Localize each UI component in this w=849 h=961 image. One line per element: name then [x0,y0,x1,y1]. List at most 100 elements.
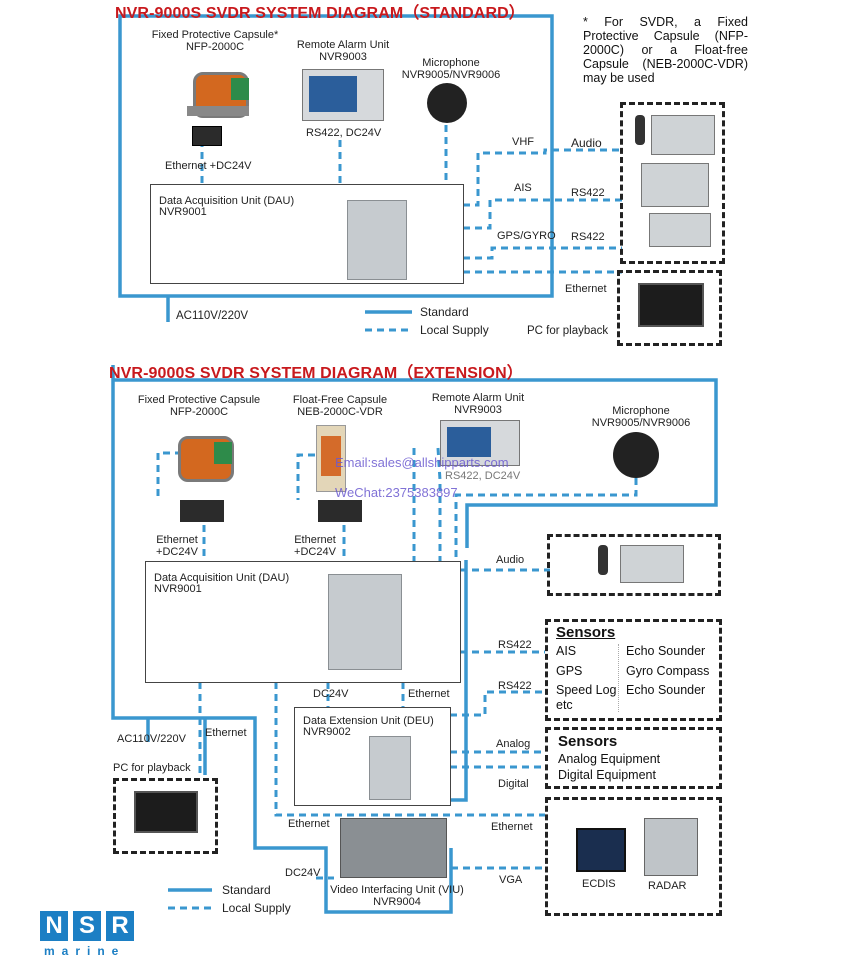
deu-model: NVR9002 [303,726,351,738]
sensors-box-1: Sensors AIS GPS Speed Log etc Echo Sound… [545,619,722,721]
capsule-conn-label: Ethernet +DC24V [165,160,252,172]
dau-box: Data Acquisition Unit (DAU) NVR9001 [150,184,464,284]
laptop-icon [638,283,704,327]
ext-eth-viu-r-label: Ethernet [491,821,533,833]
ext-remote-alarm-image [440,420,520,466]
logo-subtitle: marine [44,944,126,958]
sensor-digital-equipment: Digital Equipment [558,768,656,782]
ext-dc-viu-label: DC24V [285,867,321,879]
fixed-capsule-label: Fixed Protective Capsule*NFP-2000C [151,29,279,53]
gps-gyro-label: GPS/GYRO [497,230,556,242]
sensor-etc: etc [556,698,573,712]
microphone-icon [427,83,467,123]
standard-title: NVR-9000S SVDR SYSTEM DIAGRAM（STANDARD） [115,5,525,22]
ext-dau-name: Data Acquisition Unit (DAU) [154,572,290,584]
remote-alarm-conn: RS422, DC24V [306,127,382,139]
sensors-box-2: Sensors Analog Equipment Digital Equipme… [545,727,722,789]
ext-microphone-icon [613,432,659,478]
ext-rs422-2-label: RS422 [498,680,532,692]
ext-fixed-capsule-image [170,432,242,490]
logo-letter-r: R [106,911,134,941]
deu-box: Data Extension Unit (DEU) NVR9002 [294,707,451,806]
ext-dau-box: Data Acquisition Unit (DAU) NVR9001 [145,561,461,683]
std-pc-box [617,270,722,346]
sensor-analog-equipment: Analog Equipment [558,752,661,766]
dau-model: NVR9001 [159,206,207,218]
deu-cabinet-image [369,736,411,800]
ext-vhf-radio-image [620,545,684,583]
sensor-gps: GPS [556,664,583,678]
ext-analog-label: Analog [496,738,531,750]
ext-audio-label: Audio [496,554,525,566]
watermark-email: Email:sales@allshipparts.com [335,455,509,470]
ext-eth-dau-label: Ethernet [408,688,450,700]
radar-label: RADAR [648,880,687,892]
extension-title: NVR-9000S SVDR SYSTEM DIAGRAM（EXTENSION） [109,365,523,382]
std-pc-label: PC for playback [527,325,609,337]
fixed-capsule-image [183,66,255,124]
std-legend-standard: Standard [420,305,469,319]
dau-cabinet-image [347,200,407,280]
vhf-radio-image [651,115,715,155]
ext-legend-standard: Standard [222,883,271,897]
ext-dau-model: NVR9001 [154,583,202,595]
handset-icon [635,115,645,145]
sensor-ais: AIS [556,644,577,658]
ext-eth1-label: Ethernet+DC24V [156,534,198,558]
ext-pc-label: PC for playback [113,762,191,774]
ext-power-label: AC110V/220V [117,733,186,745]
ecdis-image [576,828,626,872]
std-power-label: AC110V/220V [176,310,249,322]
gps-unit-image [649,213,711,247]
ext-eth-pc-label: Ethernet [205,727,247,739]
ecdis-label: ECDIS [582,878,616,890]
watermark-wechat: WeChat:2375383897 [335,485,458,500]
ext-vga-label: VGA [499,874,523,886]
rs422-b-label: RS422 [571,231,605,243]
junction-box-1 [192,126,222,146]
ais-label: AIS [514,182,532,194]
ais-unit-image [641,163,709,207]
ext-digital-label: Digital [498,778,529,790]
ext-pc-box [113,778,218,854]
radar-image [644,818,698,876]
float-capsule-image [316,425,346,492]
remote-alarm-image [302,69,384,121]
ext-dc24v-label: DC24V [313,688,349,700]
vhf-label: VHF [512,136,534,148]
ext-legend-local: Local Supply [222,901,291,915]
ethernet-label: Ethernet [565,283,607,295]
viu-label: Video Interfacing Unit (VIU)NVR9004 [330,884,464,908]
sensor-echo-sounder-2: Echo Sounder [626,683,706,697]
capsule-note: * For SVDR, a Fixed Protective Capsule (… [583,15,748,85]
ext-laptop-icon [134,791,198,833]
std-external-devices [620,102,725,264]
ext-remote-alarm-conn: RS422, DC24V [445,470,521,482]
audio-label: Audio [571,136,602,150]
sensors1-title: Sensors [556,624,616,641]
ext-handset-icon [598,545,608,575]
sensor-gyro-compass: Gyro Compass [626,664,710,678]
logo-letter-n: N [40,911,68,941]
sensors2-title: Sensors [558,733,618,750]
rs422-a-label: RS422 [571,187,605,199]
logo-letter-s: S [73,911,101,941]
std-legend-local: Local Supply [420,323,489,337]
dau-name: Data Acquisition Unit (DAU) [159,195,295,207]
ext-rs422-1-label: RS422 [498,639,532,651]
ext-junction-box-1 [180,500,224,522]
deu-name: Data Extension Unit (DEU) [303,715,434,727]
ext-junction-box-2 [318,500,362,522]
sensor-speed-log: Speed Log [556,683,617,697]
ext-audio-device-box [547,534,721,596]
display-devices-box: ECDIS RADAR [545,797,722,916]
ext-eth2-label: Ethernet+DC24V [294,534,336,558]
viu-unit-image [340,818,447,878]
sensor-echo-sounder-1: Echo Sounder [626,644,706,658]
